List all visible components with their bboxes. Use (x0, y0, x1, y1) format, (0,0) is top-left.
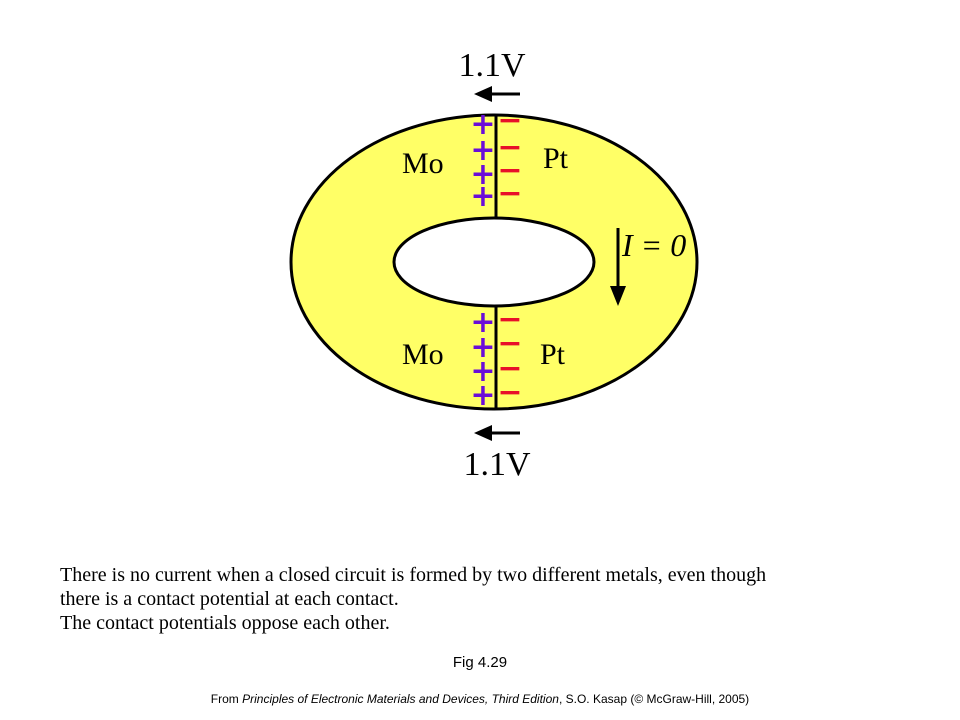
caption-line: there is a contact potential at each con… (60, 588, 399, 610)
caption-line: There is no current when a closed circui… (60, 564, 767, 586)
figure-label: Fig 4.29 (452, 654, 508, 671)
arrow-top-icon (474, 86, 520, 102)
inner-hole (392, 216, 596, 308)
contact-potential-diagram: 1.1V + + + + − − − − Mo Pt I = 0 + + + +… (289, 47, 699, 483)
voltage-bottom-label: 1.1V (463, 446, 531, 483)
current-label: I = 0 (621, 227, 686, 263)
plus-sign: + (470, 157, 495, 192)
plus-sign: + (470, 133, 495, 168)
plus-sign: + (470, 354, 495, 389)
caption-line: The contact potentials oppose each other… (60, 612, 390, 634)
plus-sign: + (470, 179, 495, 214)
source-title: Principles of Electronic Materials and D… (242, 692, 559, 706)
current-arrow-icon (610, 228, 626, 306)
minus-sign: − (497, 375, 522, 410)
minus-sign: − (497, 103, 522, 138)
arrow-bottom-icon (474, 425, 520, 441)
voltage-top-label: 1.1V (458, 47, 526, 84)
plus-sign: + (470, 330, 495, 365)
top-charges: + + + + − − − − (470, 103, 522, 214)
source-prefix: From (210, 692, 243, 706)
metal-label-mo-bottom: Mo (402, 338, 444, 371)
source-citation: From Principles of Electronic Materials … (0, 692, 960, 706)
caption: There is no current when a closed circui… (60, 563, 940, 635)
minus-sign: − (497, 302, 522, 337)
plus-sign: + (470, 378, 495, 413)
bottom-charges: + + + + − − − − (470, 302, 522, 413)
plus-sign: + (470, 305, 495, 340)
minus-sign: − (497, 130, 522, 165)
minus-sign: − (497, 326, 522, 361)
metal-label-pt-bottom: Pt (540, 338, 566, 371)
source-suffix: , S.O. Kasap (© McGraw-Hill, 2005) (558, 692, 750, 706)
plus-sign: + (470, 107, 495, 142)
minus-sign: − (497, 351, 522, 386)
minus-sign: − (497, 176, 522, 211)
minus-sign: − (497, 153, 522, 188)
metal-label-mo-top: Mo (402, 147, 444, 180)
metal-label-pt-top: Pt (543, 142, 569, 175)
